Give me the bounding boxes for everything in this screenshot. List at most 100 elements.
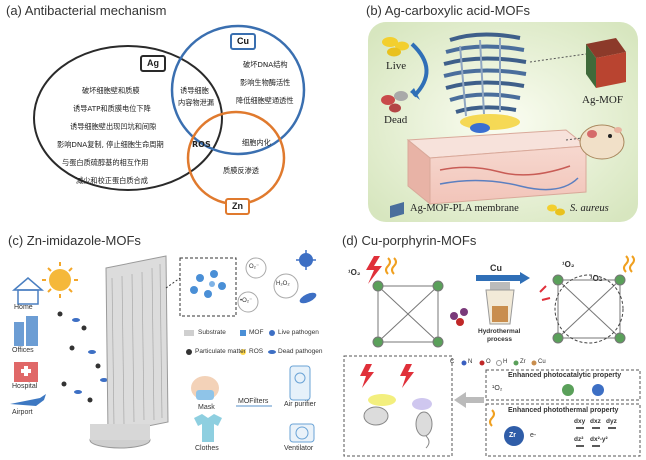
legend-mof: MOF: [249, 329, 264, 336]
ag-circle: [33, 45, 223, 191]
panel-d-cu-porphyrin-mofs: (d) Cu-porphyrin-MOFs: [336, 228, 646, 460]
panel-d-illustration: [343, 255, 641, 457]
membrane-label: Ag-MOF-PLA membrane: [410, 203, 519, 214]
app-ventilator: Ventilator: [284, 445, 314, 452]
legend-live: Live pathogen: [278, 329, 319, 336]
cu-circle: [170, 24, 306, 156]
dead-bacteria-icon: [381, 91, 408, 113]
legend-substrate: Substrate: [198, 329, 226, 336]
ros-bubbles: [237, 257, 299, 313]
dead-label: Dead: [384, 114, 408, 126]
photocatalytic-box: [485, 369, 641, 401]
air-purifier-icon: [289, 365, 311, 401]
ag-item: 诱导细胞壁出现凹坑和间隙: [70, 122, 157, 131]
dead-legend-icon: [268, 350, 276, 354]
panel-a-title: (a) Antibacterial mechanism: [6, 3, 167, 18]
electron-label: e-: [530, 432, 537, 439]
zoom-box: [179, 257, 237, 317]
cu-item: 破坏DNA结构: [243, 60, 288, 69]
cu-zn-overlap: 细胞内化: [242, 138, 271, 147]
place-offices: Offices: [12, 347, 34, 354]
panel-a-antibacterial-mechanism: (a) Antibacterial mechanism Ag Cu Zn 破坏细…: [0, 0, 330, 228]
zn-circle: [186, 110, 286, 206]
process-line-1: Hydrothermal: [478, 328, 521, 335]
zr-node-label: Zr: [509, 432, 516, 439]
particulate-legend-icon: [186, 349, 192, 355]
orbital-dxz: dxz: [590, 418, 601, 425]
ag-tag: Ag: [140, 55, 166, 72]
legend-ros: ROS: [249, 348, 264, 355]
ag-cu-overlap-line: 诱导细胞: [180, 86, 209, 95]
cu-item: 影响生物酶活性: [240, 78, 291, 87]
app-mask: Mask: [198, 404, 215, 411]
orbital-levels: [576, 427, 616, 447]
place-airport: Airport: [12, 409, 33, 416]
atom-n: N: [468, 359, 473, 365]
legend-dead: Dead pathogen: [278, 348, 323, 355]
app-air-purifier: Air purifier: [284, 401, 316, 408]
panel-c-title: (c) Zn-imidazole-MOFs: [8, 233, 141, 248]
offices-icon: [14, 316, 38, 346]
heat-wave-icon: [385, 257, 397, 275]
live-pathogen-icon: [296, 250, 316, 270]
species-radical: •O₂⁻: [240, 298, 253, 304]
atom-zr: Zr: [520, 359, 526, 365]
place-hospital: Hospital: [12, 383, 38, 390]
panel-b-title: (b) Ag-carboxylic acid-MOFs: [366, 3, 530, 18]
pathogens: [72, 318, 108, 394]
orbital-dyz: dyz: [606, 418, 617, 425]
live-to-dead-arrow: [410, 42, 429, 98]
process-line-2: process: [487, 336, 512, 343]
singlet-oxygen-right-1: ¹O₂: [562, 260, 575, 269]
ventilator-icon: [289, 423, 315, 443]
substrate-legend-swatch: [184, 330, 194, 336]
ag-item: 诱导ATP和质膜电位下降: [73, 104, 151, 113]
photocatalytic-label: Enhanced photocatalytic property: [508, 372, 622, 379]
hospital-icon: [14, 362, 38, 382]
ag-item: 减少和校正蛋白质合成: [76, 176, 148, 185]
ag-mof-crystal: [586, 38, 626, 88]
species-superoxide: O₂⁻: [249, 264, 260, 270]
mask-icon: [191, 376, 219, 400]
cu-label: Cu: [490, 263, 502, 273]
autoclave-icon: [485, 282, 515, 325]
photothermal-label: Enhanced photothermal property: [508, 407, 619, 414]
cu-item: 降低细胞壁通透性: [236, 96, 294, 105]
mofilter-sheet: [89, 255, 169, 449]
particles: [57, 311, 101, 403]
mof-legend-swatch: [240, 330, 246, 336]
ag-cu-overlap-line: 内容物泄漏: [178, 98, 214, 107]
singlet-oxygen-left: ¹O₂: [348, 268, 361, 277]
molecule-cluster: [450, 308, 468, 326]
lightning-icon: [366, 256, 382, 284]
skin-tissue-block: [406, 129, 588, 206]
center-ros: ROS: [192, 140, 211, 149]
species-h2o2: H₂O₂: [276, 281, 290, 287]
ag-item: 与蛋白质硫醇基的相互作用: [62, 158, 149, 167]
app-mofilters: MOFilters: [238, 398, 269, 405]
ros-legend-icon: [240, 349, 246, 355]
live-bacteria-icon: [382, 37, 409, 57]
legend-particulate: Particulate matter: [195, 348, 246, 355]
singlet-oxygen-right-2: ¹O₂: [590, 274, 603, 283]
porphyrin-framework-left: [372, 280, 444, 348]
panel-c-illustration: [10, 250, 317, 449]
membrane-legend-icon: [390, 202, 404, 218]
clothes-icon: [194, 414, 222, 442]
panel-b-illustration: [368, 22, 638, 222]
cu-tag: Cu: [230, 33, 256, 50]
s-aureus-legend-icon: [547, 204, 565, 216]
orbital-dz2: dz²: [574, 436, 584, 443]
atom-cu: Cu: [538, 359, 546, 365]
s-aureus-label: S. aureus: [570, 203, 609, 214]
bacteria-killing-box: [343, 355, 453, 457]
venn-diagram: [33, 24, 306, 206]
atom-h: H: [503, 359, 508, 365]
ag-item: 破坏细胞壁和质膜: [82, 86, 140, 95]
dead-pathogen-icon: [299, 292, 317, 304]
singlet-oxygen-box: ¹O₂: [492, 385, 503, 392]
hamster-illustration: [579, 124, 625, 160]
panel-d-title: (d) Cu-porphyrin-MOFs: [342, 233, 477, 248]
zn-item: 质膜反渗透: [223, 166, 259, 175]
atom-c: C: [450, 359, 455, 365]
